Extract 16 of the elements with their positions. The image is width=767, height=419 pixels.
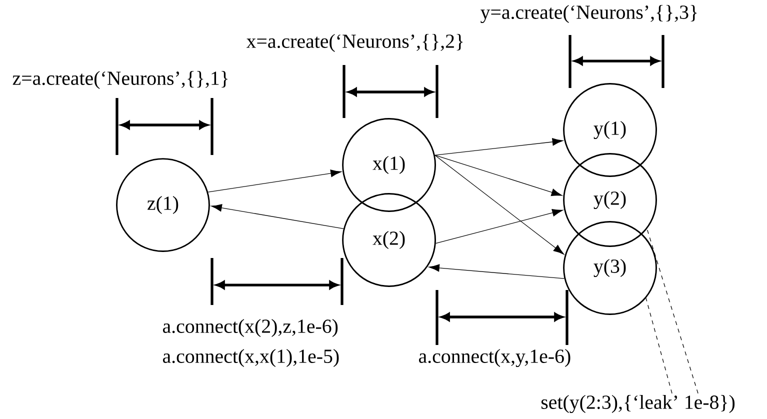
code-label: x=a.create(‘Neurons’,{},2} xyxy=(246,34,463,52)
code-label: a.connect(x(2),z,1e-6) xyxy=(162,319,338,338)
leak-setting-label: set(y(2:3),{‘leak’ 1e-8}) xyxy=(541,394,735,414)
code-label: y=a.create(‘Neurons’,{},3} xyxy=(480,4,697,24)
arrow xyxy=(208,170,342,192)
code-label: z=a.create(‘Neurons’,{},1} xyxy=(12,70,228,90)
leader-line xyxy=(646,228,698,394)
arrow xyxy=(434,154,564,254)
code-label: a.connect(x,x(1),1e-5) xyxy=(162,349,339,368)
arrow xyxy=(434,138,564,156)
code-label: a.connect(x,y,1e-6) xyxy=(419,348,570,368)
arrow xyxy=(434,154,562,196)
arrow xyxy=(436,209,563,244)
leader-line xyxy=(646,298,672,394)
arrow xyxy=(211,204,344,229)
arrow xyxy=(428,264,565,279)
